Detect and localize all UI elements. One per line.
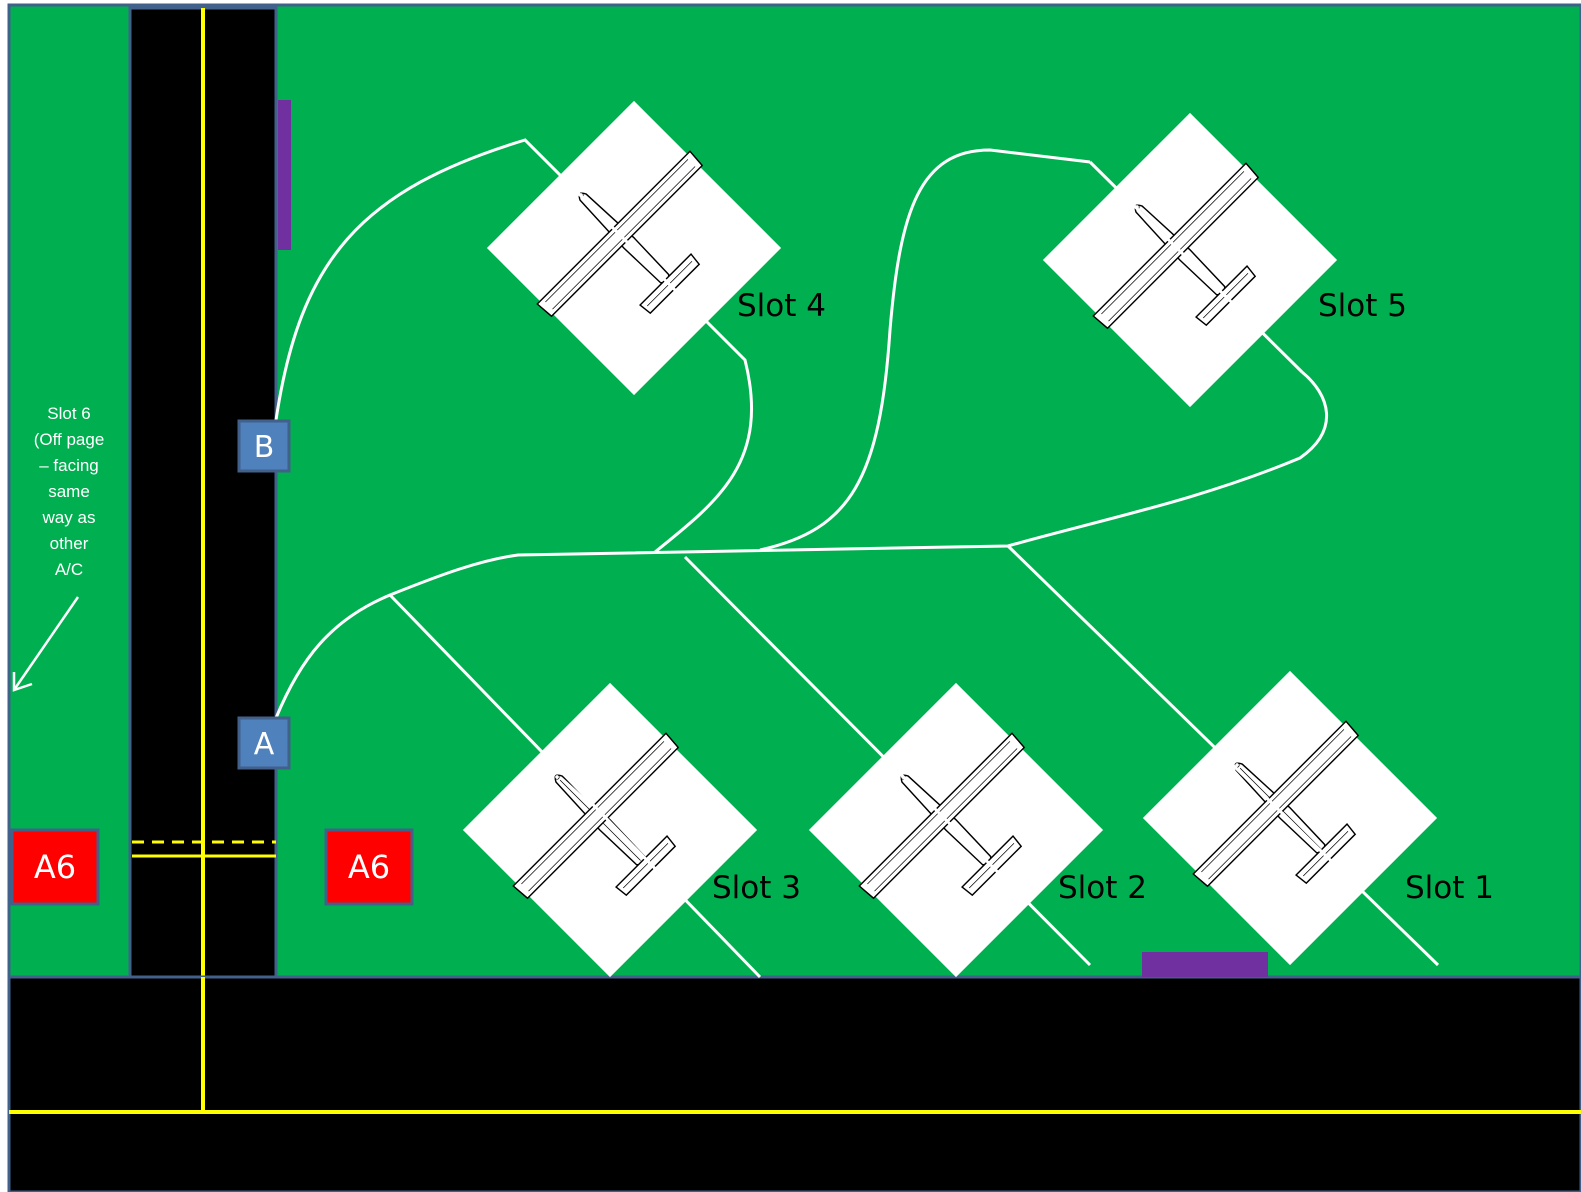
slot2-label: Slot 2: [1058, 870, 1147, 906]
svg-text:A6: A6: [34, 848, 76, 886]
sign-a6-left: A6: [12, 830, 98, 904]
slot1-label: Slot 1: [1405, 870, 1494, 906]
marker-a: A: [239, 718, 289, 768]
slot3-label: Slot 3: [712, 870, 801, 906]
svg-text:A/C: A/C: [55, 560, 83, 579]
purple-bar-horizontal: [1142, 952, 1268, 977]
svg-text:Slot 6: Slot 6: [47, 404, 90, 423]
svg-text:other: other: [50, 534, 89, 553]
sign-a6-right: A6: [326, 830, 412, 904]
svg-text:same: same: [48, 482, 90, 501]
svg-text:way as: way as: [42, 508, 96, 527]
slot4-label: Slot 4: [737, 288, 826, 324]
marker-b: B: [239, 421, 289, 471]
svg-text:B: B: [254, 430, 275, 465]
svg-text:A6: A6: [348, 848, 390, 886]
slot5-label: Slot 5: [1318, 288, 1407, 324]
svg-text:– facing: – facing: [39, 456, 99, 475]
svg-text:A: A: [254, 727, 275, 762]
horizontal-taxiway: [9, 977, 1581, 1192]
purple-bar-vertical: [278, 100, 291, 250]
svg-text:(Off page: (Off page: [34, 430, 105, 449]
